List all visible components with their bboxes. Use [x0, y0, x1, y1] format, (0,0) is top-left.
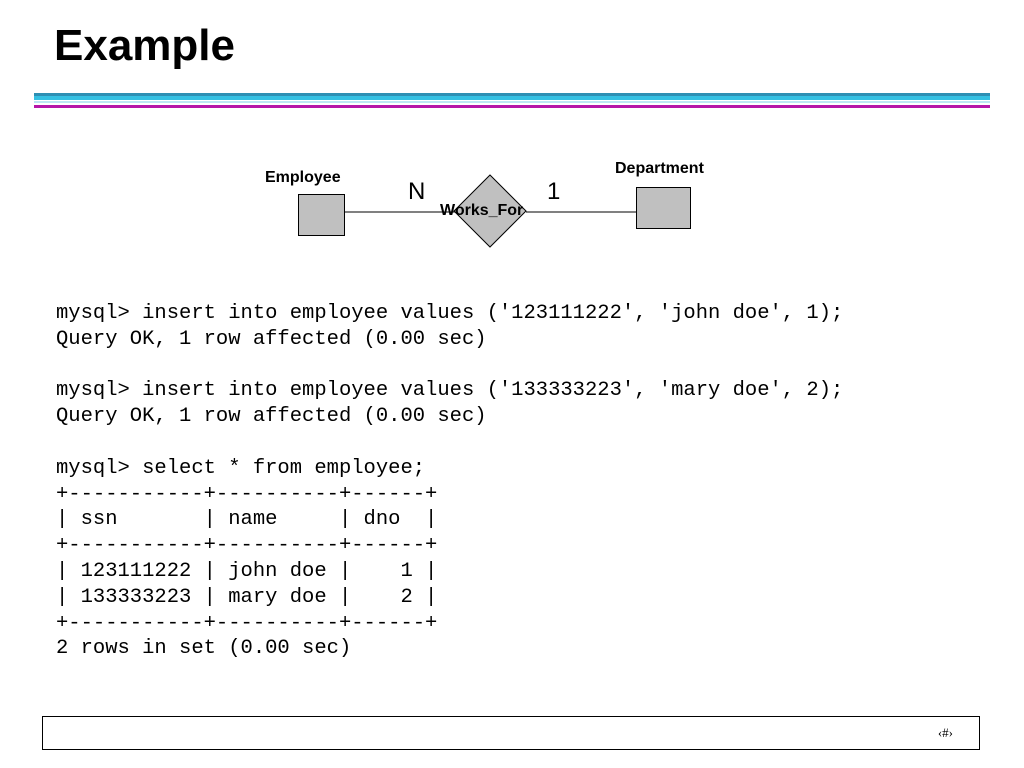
console-line: mysql> insert into employee values ('133…	[56, 379, 844, 403]
cardinality-1-label: 1	[547, 178, 561, 205]
console-line: Query OK, 1 row affected (0.00 sec)	[56, 405, 487, 429]
mysql-console-output: mysql> insert into employee values ('123…	[56, 301, 843, 662]
title-rule-dark	[34, 93, 990, 96]
page-number: ‹#›	[937, 725, 953, 740]
console-line: +-----------+----------+------+	[56, 482, 438, 506]
console-line	[56, 430, 843, 456]
slide-title: Example	[54, 21, 235, 70]
title-rule-cyan	[34, 96, 990, 100]
er-diagram: Employee Department Works_For N 1	[0, 0, 1024, 280]
entity-employee-box	[298, 194, 345, 236]
entity-department-label: Department	[615, 160, 704, 177]
console-line: +-----------+----------+------+	[56, 611, 438, 635]
console-line: mysql> insert into employee values ('123…	[56, 302, 844, 325]
console-line: | 123111222 | john doe | 1 |	[56, 559, 438, 583]
console-line: mysql> select * from employee;	[56, 456, 426, 480]
entity-employee-label: Employee	[265, 169, 341, 186]
er-diagram-shapes	[298, 174, 691, 248]
title-rule-magenta	[34, 105, 990, 108]
console-line: +-----------+----------+------+	[56, 534, 438, 558]
cardinality-n-label: N	[408, 178, 426, 205]
relationship-works-for-diamond	[453, 174, 527, 248]
console-line: | 133333223 | mary doe | 2 |	[56, 585, 438, 609]
footer-box: ‹#›	[42, 716, 980, 750]
console-line	[56, 353, 843, 379]
entity-department-box	[636, 187, 691, 229]
console-line: 2 rows in set (0.00 sec)	[56, 637, 352, 661]
console-line: | ssn | name | dno |	[56, 508, 438, 532]
title-rule-light	[34, 101, 990, 103]
console-line: Query OK, 1 row affected (0.00 sec)	[56, 327, 487, 351]
relationship-works-for-label: Works_For	[440, 202, 524, 219]
